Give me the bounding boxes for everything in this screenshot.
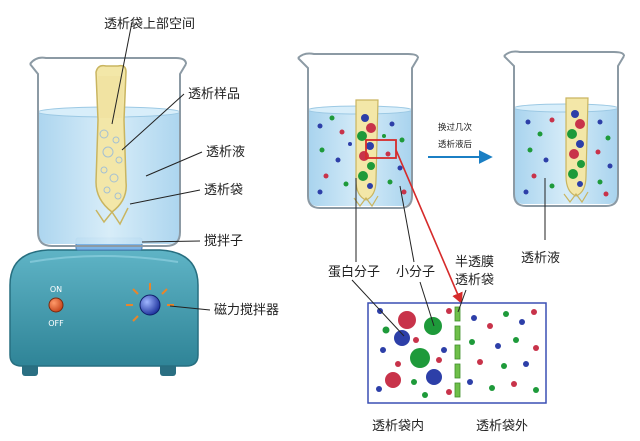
middle-beaker bbox=[297, 52, 419, 209]
off-label: OFF bbox=[48, 319, 64, 328]
left-dialysis-bag bbox=[95, 64, 129, 226]
right-beaker bbox=[503, 50, 625, 207]
label-magnetic-stirrer: 磁力搅拌器 bbox=[214, 302, 279, 318]
speed-knob bbox=[126, 283, 174, 322]
left-callouts bbox=[111, 21, 211, 311]
label-dialysate-left: 透析液 bbox=[206, 145, 245, 160]
label-outside-bag: 透析袋外 bbox=[476, 419, 528, 434]
label-step-line1: 换过几次 bbox=[438, 122, 473, 133]
label-bag-upper-space: 透析袋上部空间 bbox=[104, 17, 195, 32]
stirrer-highlight bbox=[29, 255, 179, 263]
label-bag: 透析袋 bbox=[204, 183, 243, 198]
zoom-callouts bbox=[351, 178, 467, 337]
label-stir-bar: 搅拌子 bbox=[204, 233, 243, 249]
membrane bbox=[454, 306, 461, 398]
on-label: ON bbox=[50, 285, 62, 294]
zoom-arrow bbox=[395, 149, 463, 305]
label-membrane-line1: 半透膜 bbox=[455, 255, 494, 270]
label-small-molecule: 小分子 bbox=[396, 265, 435, 280]
label-dialysate-right: 透析液 bbox=[521, 251, 560, 266]
right-small-molecules bbox=[523, 117, 613, 197]
outside-molecules bbox=[467, 309, 539, 393]
zoom-panel bbox=[367, 302, 547, 404]
zoom-box bbox=[365, 139, 397, 159]
label-protein: 蛋白分子 bbox=[328, 264, 380, 280]
label-sample: 透析样品 bbox=[188, 87, 240, 102]
left-beaker-glass bbox=[29, 63, 187, 247]
middle-small-molecules bbox=[317, 115, 407, 195]
callout-small-beaker bbox=[399, 185, 415, 263]
callout-stirrer bbox=[169, 305, 211, 311]
callout-dialysate-left bbox=[145, 151, 203, 177]
magnetic-stirrer: ON OFF bbox=[9, 249, 199, 376]
callout-upper-space bbox=[111, 21, 133, 125]
label-membrane-line2: 透析袋 bbox=[455, 273, 494, 288]
callout-small-molecule bbox=[419, 281, 435, 327]
callout-stir-bar bbox=[141, 240, 201, 243]
label-inside-bag: 透析袋内 bbox=[372, 418, 424, 434]
inside-molecules bbox=[376, 308, 452, 398]
callout-protein bbox=[351, 279, 405, 337]
stirrer-body bbox=[9, 249, 199, 367]
label-step-line2: 透析液后 bbox=[438, 139, 473, 150]
power-button bbox=[48, 297, 64, 313]
callout-bag bbox=[129, 189, 201, 205]
callout-sample bbox=[121, 93, 185, 151]
callout-membrane bbox=[457, 289, 467, 313]
